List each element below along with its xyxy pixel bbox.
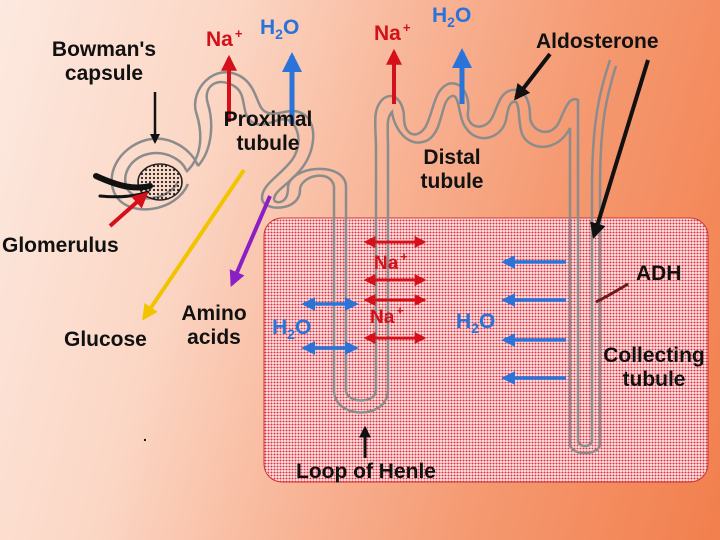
proximal-tubule-label: Proximal tubule <box>212 108 324 156</box>
na-charge: + <box>400 249 408 264</box>
amino-acids-line2: acids <box>187 326 241 349</box>
proximal-tubule-line1: Proximal <box>223 108 313 131</box>
bowmans-capsule-label: Bowman's capsule <box>34 38 174 86</box>
amino-acids-label: Amino acids <box>176 302 252 350</box>
distal-tubule-label: Distal tubule <box>408 146 496 194</box>
proximal-tubule-line2: tubule <box>236 132 300 155</box>
h2o-o: O <box>282 16 300 39</box>
h2o-label-collecting: H2O <box>456 310 496 336</box>
h2o-sub2: 2 <box>471 320 479 336</box>
collecting-tubule-shape <box>568 59 618 455</box>
collecting-tubule-line1: Collecting <box>603 344 705 367</box>
collecting-tubule-label: Collecting tubule <box>592 344 716 392</box>
glomerulus-pointer-arrow <box>108 191 149 228</box>
na-label-loop-upper: Na+ <box>374 249 408 277</box>
loop-of-henle-label: Loop of Henle <box>296 460 436 483</box>
h2o-h: H <box>272 316 288 339</box>
distal-tubule-line1: Distal <box>423 146 481 169</box>
na-label-proximal: Na+ <box>206 26 243 54</box>
afferent-arteriole <box>93 173 153 191</box>
na-charge: + <box>234 26 243 41</box>
na-symbol: Na <box>374 253 399 274</box>
na-charge: + <box>396 303 404 318</box>
distal-tubule-shape <box>374 82 580 220</box>
h2o-label-proximal: H2O <box>260 16 300 42</box>
collecting-pointer-arrow <box>590 59 650 240</box>
bowmans-capsule-line1: Bowman's <box>51 38 157 61</box>
h2o-h: H <box>260 16 276 39</box>
h2o-sub2: 2 <box>275 26 283 42</box>
loop-of-henle-shape <box>332 220 390 414</box>
amino-acids-line1: Amino <box>181 302 247 325</box>
h2o-h: H <box>432 4 448 27</box>
aldosterone-label: Aldosterone <box>536 30 659 53</box>
glomerulus-label: Glomerulus <box>2 234 119 257</box>
glucose-arrow <box>142 168 246 321</box>
proximal-tubule-shape <box>185 71 348 220</box>
glucose-label: Glucose <box>64 328 147 351</box>
h2o-sub2: 2 <box>447 14 455 30</box>
h2o-label-distal: H2O <box>432 4 472 30</box>
na-symbol: Na <box>370 307 395 328</box>
na-symbol: Na <box>374 22 401 45</box>
bowmans-capsule-line2: capsule <box>64 62 144 85</box>
na-label-loop-lower: Na+ <box>370 303 404 331</box>
adh-pointer <box>595 282 629 304</box>
h2o-o: O <box>454 4 472 27</box>
na-charge: + <box>402 20 411 35</box>
h2o-sub2: 2 <box>287 326 295 342</box>
aldosterone-arrow <box>514 52 552 101</box>
amino-acids-arrow <box>229 195 272 287</box>
adh-label: ADH <box>636 262 682 285</box>
h2o-o: O <box>478 310 496 333</box>
collecting-tubule-line2: tubule <box>622 368 686 391</box>
h2o-h: H <box>456 310 472 333</box>
na-label-distal: Na+ <box>374 20 411 48</box>
distal-tubule-line2: tubule <box>420 170 484 193</box>
h2o-label-loop: H2O <box>272 316 312 342</box>
h2o-o: O <box>294 316 312 339</box>
na-symbol: Na <box>206 28 233 51</box>
stray-dot: . <box>143 428 147 444</box>
